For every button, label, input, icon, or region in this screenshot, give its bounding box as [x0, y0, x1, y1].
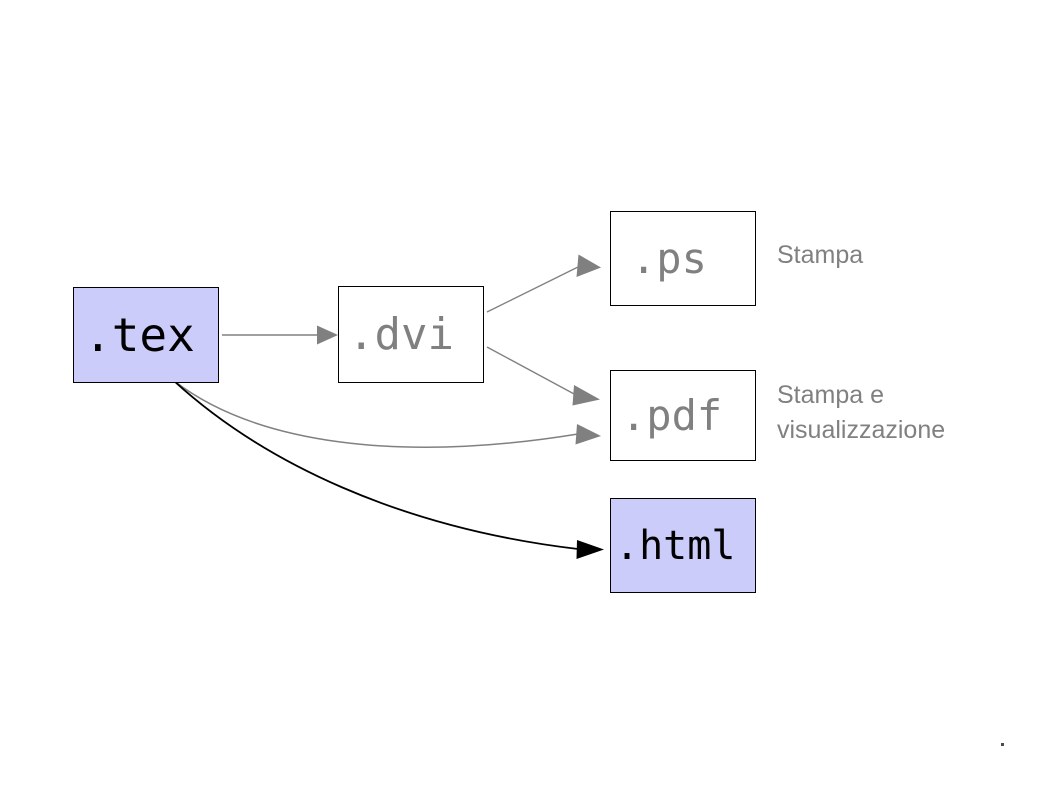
node-dvi-label: .dvi	[348, 308, 454, 360]
node-dvi[interactable]: .dvi	[338, 286, 484, 383]
node-ps-label: .ps	[631, 233, 707, 283]
edge-tex-to-html	[172, 379, 604, 559]
edge-dvi-to-ps-lower	[486, 346, 600, 406]
node-pdf[interactable]: .pdf	[610, 370, 756, 461]
annotation-stampa: Stampa	[777, 241, 864, 269]
edge-dvi-to-pdf-upper	[486, 254, 601, 313]
edge-tex-to-dvi	[222, 325, 338, 345]
node-ps[interactable]: .ps	[610, 211, 756, 306]
annotation-stampa-visualizzazione: Stampa e visualizzazione	[777, 381, 946, 444]
node-html-label: .html	[615, 522, 736, 569]
edge-tex-to-pdf	[172, 379, 601, 448]
node-pdf-label: .pdf	[621, 390, 723, 440]
node-tex[interactable]: .tex	[73, 287, 219, 383]
stray-speck-mark	[1001, 743, 1004, 746]
node-tex-label: .tex	[84, 308, 195, 362]
node-html[interactable]: .html	[610, 498, 756, 593]
